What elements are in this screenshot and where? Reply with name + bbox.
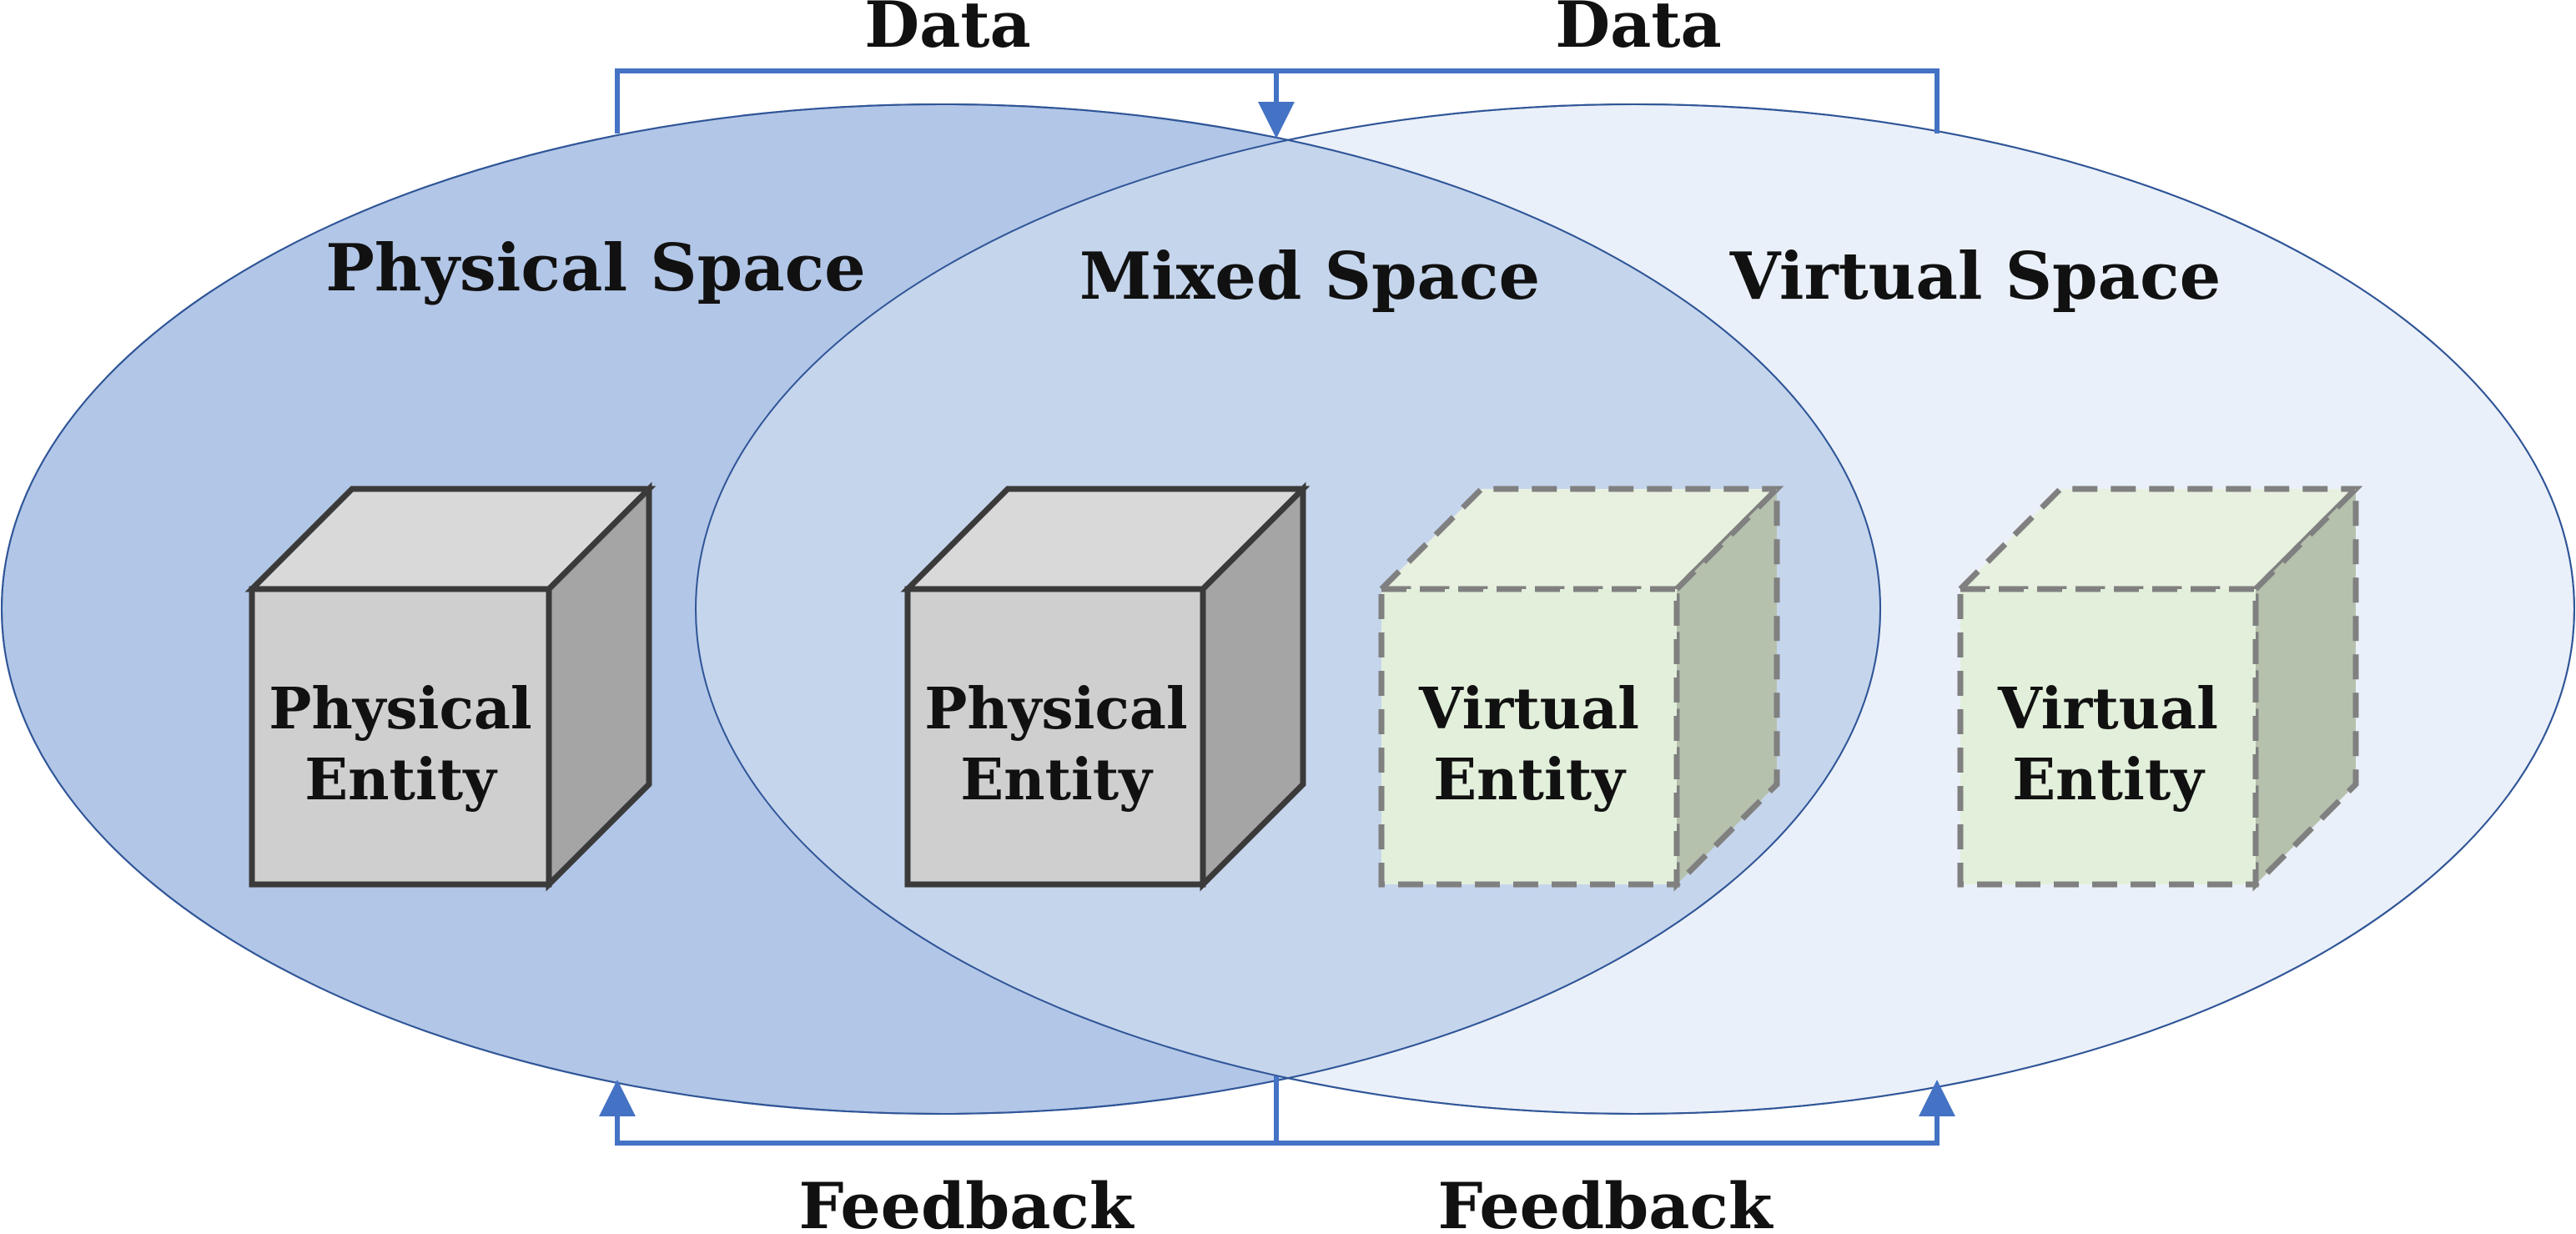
data-arrow-head: [1258, 102, 1295, 139]
feedback-arrow-head-right: [1919, 1080, 1955, 1116]
entity-label-line2: Entity: [304, 747, 498, 813]
feedback-label-right: Feedback: [1438, 1169, 1774, 1234]
physical-space-label: Physical Space: [325, 230, 866, 306]
feedback-arrow-head-left: [599, 1080, 636, 1116]
data-label-left: Data: [864, 0, 1031, 62]
entity-label-line2: Entity: [2012, 747, 2206, 813]
virtual-entity-cube: Virtual Entity: [1953, 481, 2363, 892]
feedback-label-left: Feedback: [799, 1169, 1135, 1234]
physical-space-outline: [1, 103, 1881, 1115]
virtual-space-label: Virtual Space: [1729, 239, 2221, 315]
data-label-right: Data: [1555, 0, 1722, 62]
entity-label-line2: Entity: [960, 747, 1154, 813]
entity-label-line1: Virtual: [1997, 676, 2218, 743]
entity-label-line1: Physical: [269, 676, 532, 743]
feedback-flow-connector: [615, 1076, 1940, 1146]
virtual-space-outline: [695, 103, 2575, 1115]
entity-label-line2: Entity: [1433, 747, 1627, 813]
mixed-space-label: Mixed Space: [1079, 239, 1540, 315]
virtual-entity-cube: Virtual Entity: [1374, 481, 1784, 892]
entity-label-line1: Virtual: [1418, 676, 1639, 743]
physical-entity-cube: Physical Entity: [900, 481, 1311, 892]
data-flow-connector: [615, 68, 1940, 133]
physical-entity-cube: Physical Entity: [244, 481, 657, 892]
entity-label-line1: Physical: [924, 676, 1188, 743]
